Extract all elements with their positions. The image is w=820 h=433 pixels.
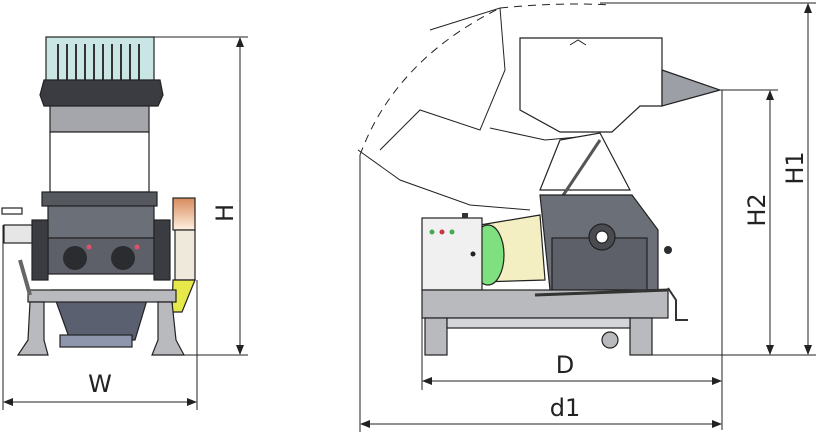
- dimension-H1: H1: [600, 2, 816, 355]
- dimension-label-H: H: [211, 204, 239, 222]
- dimension-W: W: [2, 225, 198, 410]
- front-frame: [16, 259, 185, 356]
- indicator-light: [429, 229, 435, 235]
- indicator-light: [86, 244, 92, 250]
- dimension-label-W: W: [88, 370, 112, 398]
- dimension-label-d1: d1: [550, 394, 581, 422]
- dimension-label-H1: H1: [781, 151, 809, 184]
- dimension-label-H2: H2: [743, 193, 771, 226]
- rotor-handwheel-right: [111, 246, 135, 270]
- dimension-H: H: [150, 36, 248, 356]
- cutting-chamber-side: [539, 194, 672, 291]
- side-frame: [421, 287, 688, 356]
- cutting-chamber: [1, 191, 171, 281]
- feed-hopper-side: [519, 37, 723, 201]
- dimension-d1: d1: [359, 155, 722, 432]
- control-cabinet: [421, 213, 483, 291]
- dimension-D: D: [421, 90, 723, 430]
- pulley-guard: [171, 197, 196, 313]
- drive-assembly: [471, 214, 546, 286]
- indicator-light: [449, 229, 455, 235]
- motor-shaft: [3, 224, 33, 244]
- indicator-light: [134, 244, 140, 250]
- feed-hopper: [39, 36, 164, 193]
- open-hopper-outline: [357, 3, 611, 211]
- indicator-light: [439, 229, 445, 235]
- rotor-handwheel-left: [63, 246, 87, 270]
- front-view: [1, 36, 196, 356]
- dimension-label-D: D: [556, 351, 574, 379]
- dimension-H2: H2: [652, 89, 816, 356]
- side-view: [357, 3, 723, 356]
